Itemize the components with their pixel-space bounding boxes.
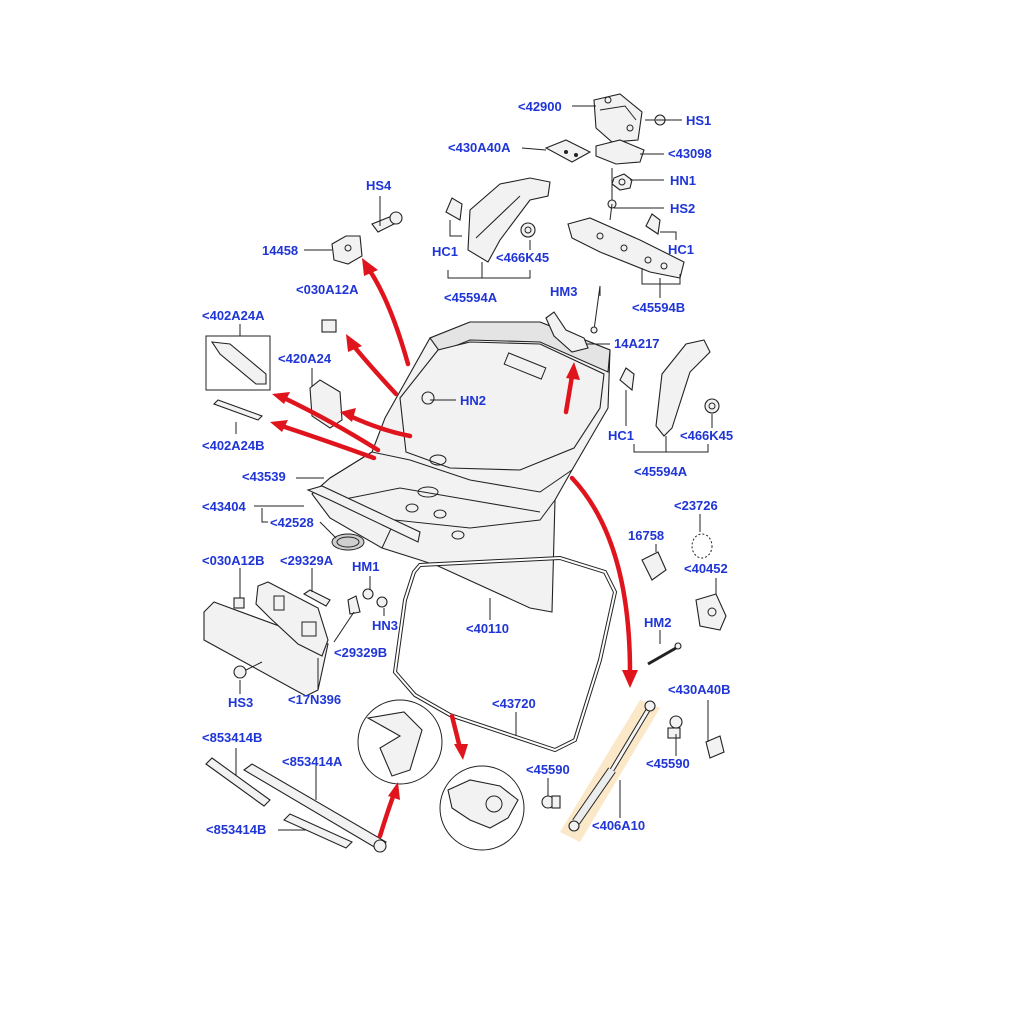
grommet-466k45-a — [520, 222, 536, 238]
nut-hn1 — [611, 173, 633, 191]
label-853414b-upper: <853414B — [202, 730, 262, 745]
molding-853414a — [243, 763, 388, 849]
decal-402a24a — [205, 335, 271, 391]
label-402a24b: <402A24B — [202, 438, 265, 453]
clip-hc1-c — [619, 367, 635, 392]
label-hn1: HN1 — [670, 173, 696, 188]
label-hc1-a: HC1 — [432, 244, 458, 259]
screw-hs3 — [233, 661, 263, 679]
label-42900: <42900 — [518, 99, 562, 114]
label-402a24a: <402A24A — [202, 308, 265, 323]
trim-strip — [306, 485, 421, 543]
screw-hm1 — [362, 588, 374, 600]
label-45594b: <45594B — [632, 300, 685, 315]
label-14458: 14458 — [262, 243, 298, 258]
bracket-14458 — [331, 235, 363, 265]
ford-badge — [331, 533, 365, 551]
block-030a12a — [321, 319, 337, 333]
decal-402a24b — [213, 399, 263, 421]
nut-hn3 — [376, 596, 388, 608]
leader-lines — [235, 105, 717, 831]
bracket-29329b — [347, 595, 361, 615]
label-17n396: <17N396 — [288, 692, 341, 707]
bracket-29329a — [302, 589, 331, 607]
tailgate-assembly — [311, 321, 611, 613]
label-45594a-top: <45594A — [444, 290, 498, 305]
ball-stud-45590-a — [541, 795, 561, 809]
gas-strut-406a10 — [568, 700, 656, 832]
bracket-430a40b — [705, 735, 725, 759]
bumper-16758 — [641, 551, 667, 581]
label-hc1-b: HC1 — [668, 242, 694, 257]
molding-853414b-upper — [205, 757, 271, 807]
screw-hs4 — [371, 211, 403, 233]
mount-14a217 — [545, 311, 589, 353]
label-406a10: <406A10 — [592, 818, 645, 833]
ball-stud-45590-b — [667, 715, 683, 739]
label-hm3: HM3 — [550, 284, 577, 299]
label-hs2: HS2 — [670, 201, 695, 216]
label-430a40a: <430A40A — [448, 140, 511, 155]
label-hs1: HS1 — [686, 113, 711, 128]
label-45594a-right: <45594A — [634, 464, 688, 479]
part-labels: <42900 HS1 <430A40A <43098 HN1 HS4 HS2 1… — [202, 99, 733, 837]
trim-45594a-top — [467, 177, 551, 263]
trim-45594b — [567, 217, 685, 279]
label-430a40b: <430A40B — [668, 682, 731, 697]
label-45590-b: <45590 — [646, 756, 690, 771]
label-hm1: HM1 — [352, 559, 379, 574]
label-43098: <43098 — [668, 146, 712, 161]
label-853414b-lower: <853414B — [206, 822, 266, 837]
trim-45594a-right — [655, 339, 711, 437]
label-40110: <40110 — [466, 621, 509, 636]
label-hs4: HS4 — [366, 178, 392, 193]
label-853414a: <853414A — [282, 754, 343, 769]
label-hm2: HM2 — [644, 615, 671, 630]
molding-853414b-lower — [283, 813, 353, 849]
label-45590-a: <45590 — [526, 762, 570, 777]
label-43720: <43720 — [492, 696, 536, 711]
label-14a217: 14A217 — [614, 336, 660, 351]
label-466k45-a: <466K45 — [496, 250, 549, 265]
label-030a12b: <030A12B — [202, 553, 265, 568]
pad-430a40a — [544, 139, 592, 163]
label-29329b: <29329B — [334, 645, 387, 660]
clip-hc1-b — [645, 213, 661, 235]
label-16758: 16758 — [628, 528, 664, 543]
label-43539: <43539 — [242, 469, 286, 484]
label-030a12a: <030A12A — [296, 282, 359, 297]
latch-40452 — [695, 593, 727, 631]
detail-view-seal-profile — [357, 699, 443, 785]
label-466k45-b: <466K45 — [680, 428, 733, 443]
detail-view-strip-profile — [439, 765, 525, 851]
red-arrows — [270, 258, 638, 839]
label-29329a: <29329A — [280, 553, 334, 568]
label-hn3: HN3 — [372, 618, 398, 633]
label-hn2: HN2 — [460, 393, 486, 408]
label-hs3: HS3 — [228, 695, 253, 710]
label-42528: <42528 — [270, 515, 314, 530]
hinge-42900 — [593, 93, 643, 143]
clip-hc1-a — [445, 197, 463, 221]
label-hc1-c: HC1 — [608, 428, 634, 443]
cap-23726 — [691, 533, 713, 559]
plate-030a12b — [233, 597, 245, 609]
nut-hn2 — [421, 391, 435, 405]
bolt-hs2 — [607, 199, 617, 221]
label-40452: <40452 — [684, 561, 728, 576]
label-23726: <23726 — [674, 498, 718, 513]
label-43404: <43404 — [202, 499, 247, 514]
label-420a24: <420A24 — [278, 351, 332, 366]
hinge-bracket-43098 — [595, 139, 645, 165]
grommet-466k45-b — [704, 398, 720, 414]
pin-hm2 — [647, 642, 682, 666]
